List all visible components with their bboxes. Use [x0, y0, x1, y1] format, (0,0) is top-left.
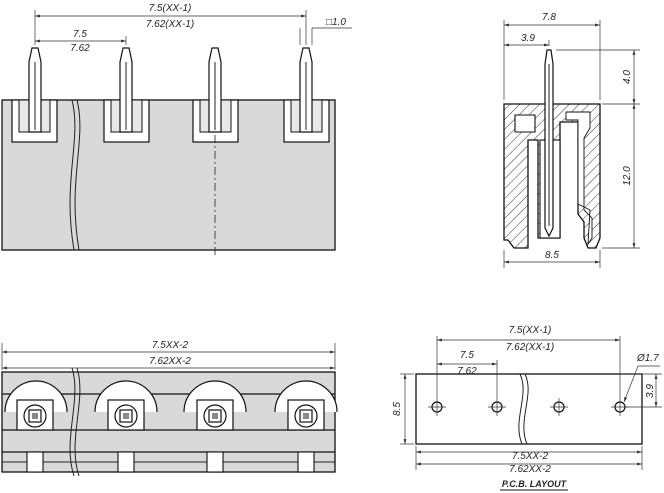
side-dim-width: 7.8 [542, 12, 556, 23]
side-view [503, 20, 640, 268]
pcb-dim-overall-a: 7.5(XX-1) [509, 325, 552, 336]
pcb-outline [415, 373, 643, 445]
bottom-pin-bosses [4, 380, 338, 431]
pcb-layout-title: P.C.B. LAYOUT [502, 479, 568, 489]
pcb-dim-height: 8.5 [392, 402, 403, 416]
pcb-holes [428, 398, 629, 416]
front-dim-overall-a: 7.5(XX-1) [149, 3, 192, 14]
front-dim-pitch-a: 7.5 [73, 29, 87, 40]
front-view [1, 10, 352, 258]
side-dim-offset: 3.9 [521, 33, 535, 44]
side-dim-base: 8.5 [545, 250, 559, 261]
bottom-feet [26, 451, 315, 473]
pcb-dim-width-b: 7.62XX-2 [509, 464, 551, 475]
bottom-housing [1, 371, 336, 473]
pcb-layout [400, 336, 662, 491]
pcb-dim-pitch-a: 7.5 [460, 350, 474, 361]
bottom-dim-overall-a: 7.5XX-2 [152, 340, 189, 351]
front-dim-pitch-b: 7.62 [70, 43, 90, 54]
front-dim-overall-b: 7.62(XX-1) [146, 19, 194, 30]
pcb-dim-width-a: 7.5XX-2 [512, 451, 549, 462]
pcb-dim-offset: 3.9 [645, 384, 656, 398]
bottom-view [1, 343, 338, 477]
pcb-dim-overall-b: 7.62(XX-1) [506, 342, 554, 353]
pcb-dim-pitch-b: 7.62 [457, 366, 477, 377]
front-dim-pin: □1.0 [326, 17, 346, 28]
bottom-dim-overall-b: 7.62XX-2 [149, 356, 191, 367]
front-pins [28, 47, 313, 133]
side-dim-pin-top: 4.0 [622, 70, 633, 84]
side-dim-body-height: 12.0 [622, 166, 633, 186]
pcb-dim-hole: Ø1.7 [636, 353, 659, 364]
